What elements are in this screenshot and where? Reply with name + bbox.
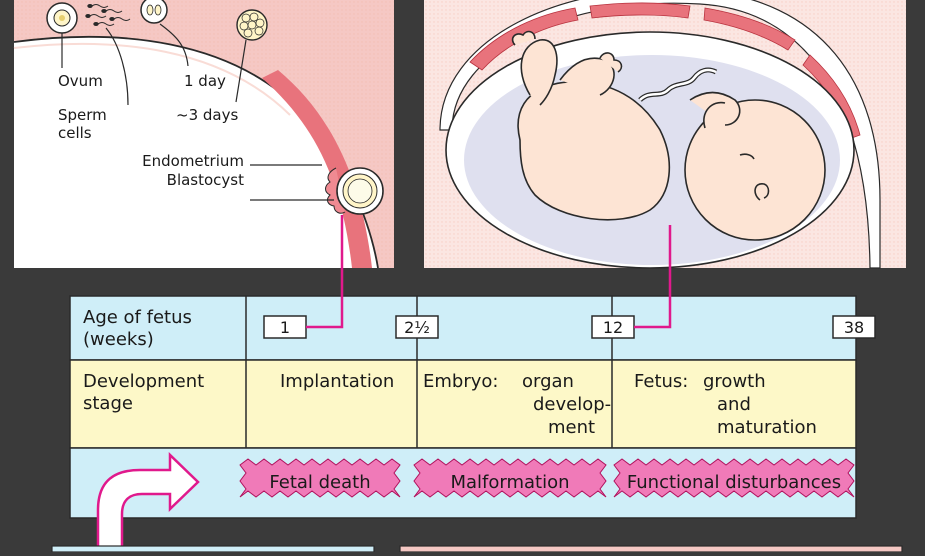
fetus-line3: maturation: [717, 417, 817, 438]
bottom-left-panel: [51, 545, 375, 553]
fertilization-panel: Ovum Sperm cells 1 day ~3 days Endometri…: [13, 0, 394, 269]
ovum-icon: [46, 2, 78, 34]
sperm-cells-icon: [85, 4, 131, 26]
endometrium-label: Endometrium: [142, 152, 244, 170]
stage-row: [69, 359, 857, 449]
svg-text:38: 38: [844, 318, 864, 337]
sperm-label-line1: Sperm: [58, 106, 107, 124]
blastocyst-label: Blastocyst: [167, 171, 244, 189]
stage-label-line2: stage: [83, 393, 133, 414]
age-header-line2: (weeks): [83, 329, 154, 350]
morula-icon: [236, 9, 268, 41]
risk-fetal-death: Fetal death: [239, 458, 401, 498]
svg-text:Fetal death: Fetal death: [269, 472, 370, 493]
week-marker-12: 12: [591, 315, 635, 339]
left-frame: [0, 0, 12, 552]
bottom-right-panel: [399, 545, 903, 553]
three-days-label: ~3 days: [176, 106, 238, 124]
one-day-label: 1 day: [184, 72, 226, 90]
fetus-title: Fetus:: [634, 371, 688, 392]
embryo-line2: develop-: [533, 394, 611, 415]
fetus-panel: [424, 0, 906, 269]
ovum-label: Ovum: [58, 72, 103, 90]
fetus-line2: and: [717, 394, 751, 415]
curved-arrow-icon: [96, 452, 200, 554]
embryo-title: Embryo:: [423, 371, 498, 392]
risk-malformation: Malformation: [413, 458, 607, 498]
connector-lines: [306, 215, 672, 329]
stage-label-line1: Development: [83, 371, 204, 392]
embryo-line1: organ: [522, 371, 574, 392]
zygote-icon: [140, 0, 168, 24]
svg-text:Functional disturbances: Functional disturbances: [627, 472, 841, 493]
age-row: [69, 295, 857, 361]
implantation-label: Implantation: [280, 371, 394, 392]
svg-text:Malformation: Malformation: [450, 472, 569, 493]
endometrium-layer: [262, 70, 372, 268]
development-table: Age of fetus (weeks) 1 2½ 12 38 Developm…: [69, 295, 876, 519]
right-frame: [906, 0, 925, 552]
blastocyst-icon: [325, 167, 384, 215]
svg-text:12: 12: [603, 318, 623, 337]
svg-text:1: 1: [280, 318, 290, 337]
uterine-wall: [439, 0, 881, 269]
risk-functional-disturbances: Functional disturbances: [613, 458, 855, 498]
week-marker-2-5: 2½: [395, 315, 439, 339]
week-marker-1: 1: [263, 315, 307, 339]
week-marker-38: 38: [832, 315, 876, 339]
age-header-line1: Age of fetus: [83, 307, 192, 328]
fetus-illustration: [511, 30, 826, 241]
sperm-label-line2: cells: [58, 124, 92, 142]
svg-text:2½: 2½: [404, 318, 430, 337]
embryo-line3: ment: [548, 417, 595, 438]
fetus-line1: growth: [703, 371, 766, 392]
